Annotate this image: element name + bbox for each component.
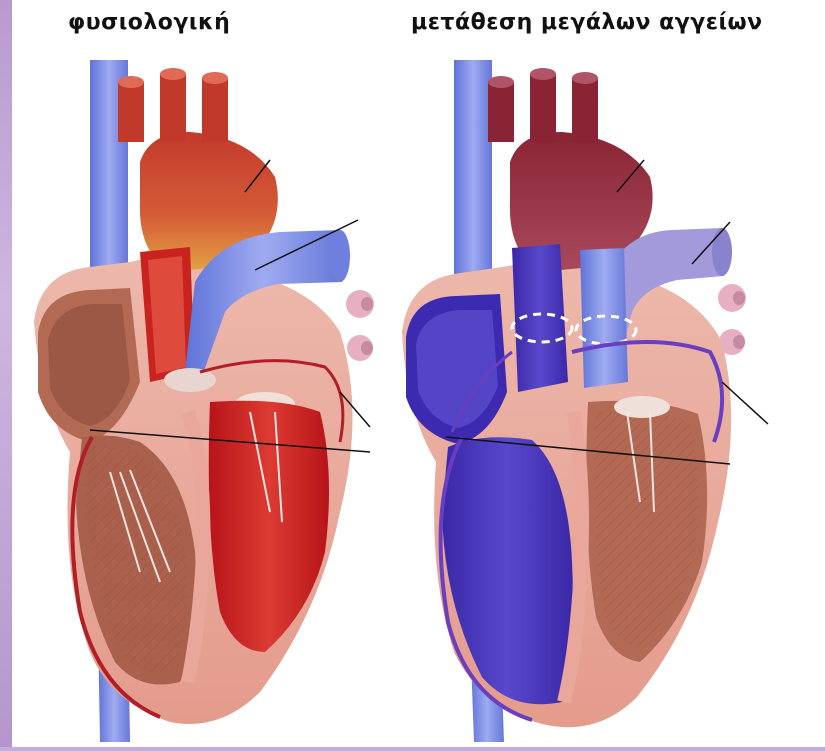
- left-ventricle: [209, 401, 329, 652]
- transposition-heart-illustration: [392, 52, 782, 742]
- slide-bottom-border: [0, 747, 825, 751]
- slide-left-border: [0, 0, 12, 751]
- title-normal-heart: φυσιολογική: [68, 10, 230, 35]
- title-transposition-heart: μετάθεση μεγάλων αγγείων: [411, 10, 763, 35]
- superior-vena-cava: [454, 60, 492, 297]
- normal-heart-illustration: [20, 52, 380, 742]
